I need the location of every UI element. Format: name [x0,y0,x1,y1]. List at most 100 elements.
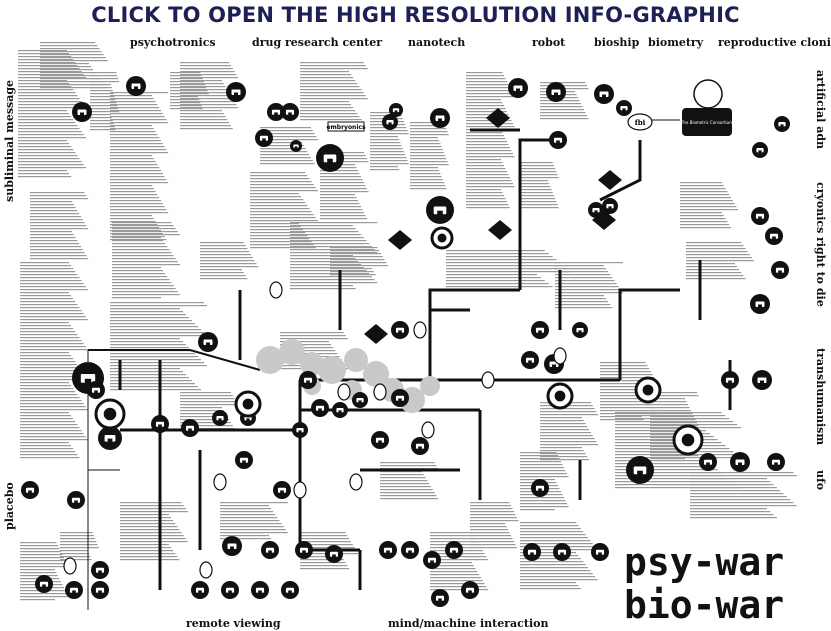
diamond-icon [598,170,622,190]
node-icon [191,581,209,599]
node-icon [311,399,329,417]
node-icon [431,589,449,607]
node-icon [91,561,109,579]
biometric-consortium-node: The Biometric Consortium [680,79,733,136]
text-block [250,172,318,249]
shield-icon [349,473,363,491]
node-icon [198,332,218,352]
diamond-icon [488,220,512,240]
top-label-bioship: bioship [594,36,640,49]
text-block [112,222,180,299]
top-label-robot: robot [532,36,566,49]
node-icon [750,294,770,314]
node-icon [226,82,246,102]
text-block [290,222,378,290]
node-icon [549,131,567,149]
connector-line [618,288,680,380]
node-icon [751,207,769,225]
text-block [330,247,389,276]
node-icon [389,103,403,117]
embryonics-label: embryonics [326,124,365,131]
text-block [40,42,108,89]
node-icon [721,371,739,389]
node-icon [591,543,609,561]
diamond-icon [388,230,412,250]
top-label-drug-research-center: drug research center [252,36,382,49]
text-block [380,462,439,500]
node-icon [251,581,269,599]
node-icon [261,541,279,559]
text-block [466,72,515,209]
node-icon [221,581,239,599]
ring-icon [430,226,454,250]
node-icon [299,371,317,389]
node-icon [151,415,169,433]
top-label-reproductive-cloning: reproductive cloning [718,36,831,49]
node-icon [553,543,571,561]
node-icon [531,321,549,339]
ring-icon [94,398,126,430]
right-label-ufo: ufo [814,470,827,490]
node-icon [508,78,528,98]
text-block [540,402,599,461]
connector-line [599,140,642,202]
text-block [470,502,519,549]
text-block [690,472,797,519]
node-icon [281,581,299,599]
ring-icon [234,390,262,418]
text-block [600,362,659,421]
node-icon [21,481,39,499]
text-block [110,302,207,391]
banner-text: CLICK TO OPEN THE HIGH RESOLUTION INFO-G… [91,3,740,27]
node-icon [767,453,785,471]
node-icon [267,103,285,121]
node-icon [181,419,199,437]
node-icon [91,581,109,599]
embryonics-node: embryonics [326,121,366,132]
open-infographic-banner[interactable]: CLICK TO OPEN THE HIGH RESOLUTION INFO-G… [0,0,831,30]
text-block [120,502,188,561]
node-icon [65,581,83,599]
text-block [200,242,259,280]
text-blocks [18,42,797,601]
text-block [410,122,449,190]
node-icon [72,102,92,122]
node-icon [765,227,783,245]
text-block [170,72,209,110]
shield-icon [337,383,351,401]
node-icon [371,431,389,449]
node-icon [255,129,273,147]
node-icon [391,389,409,407]
node-icon [401,541,419,559]
bottom-label-remote-viewing: remote viewing [186,617,281,630]
text-block [520,162,559,209]
shield-icon [63,557,77,575]
left-label-subliminal-message: subliminal message [3,80,16,202]
node-icon [531,479,549,497]
top-label-psychotronics: psychotronics [130,36,216,49]
left-label-placebo: placebo [3,482,16,530]
node-icon [774,116,790,132]
ring-icon [634,376,662,404]
text-block [446,250,573,288]
node-icon [332,402,348,418]
shield-icon [421,421,435,439]
node-icon [602,198,618,214]
biometric-consortium-label: The Biometric Consortium [680,120,733,125]
node-icon [290,140,302,152]
shield-icon [373,383,387,401]
text-block [18,50,86,178]
node-icon [594,84,614,104]
node-icon [430,108,450,128]
node-icon [771,261,789,279]
node-icon [445,541,463,559]
text-block [680,182,739,229]
connector-line [428,288,520,380]
node-icon [87,381,105,399]
node-icon [426,196,454,224]
big-title-bio-war: bio-war [624,583,784,627]
node-icon [546,82,566,102]
bottom-label-mind-machine-interaction: mind/machine interaction [388,617,548,630]
shield-icon [413,321,427,339]
diamond-icon [486,108,510,128]
